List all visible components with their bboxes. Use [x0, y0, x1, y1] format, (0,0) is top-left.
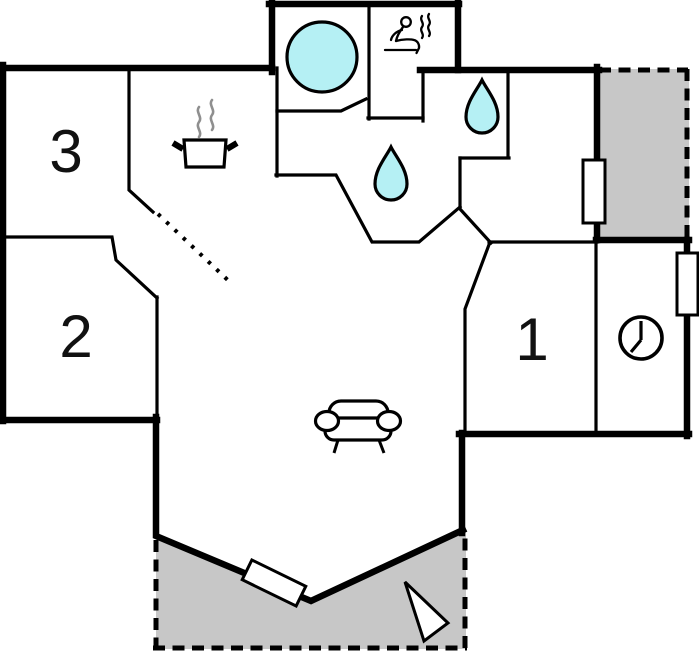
hot-tub-icon	[285, 20, 359, 94]
sofa-icon	[313, 399, 403, 454]
sauna-person-leg	[394, 38, 421, 55]
balcony-area	[599, 67, 690, 240]
sauna-person-arm	[389, 28, 404, 42]
sauna-icon	[383, 12, 431, 55]
sauna-steam-line	[427, 12, 431, 38]
room-3-label: 3	[49, 118, 82, 185]
sauna-steam-line	[420, 14, 424, 40]
direction-arrow-icon	[403, 580, 451, 644]
exterior-walls	[0, 0, 693, 605]
terrace-area	[153, 530, 468, 651]
wall-shower-right	[458, 69, 511, 160]
wall-bath-bottom	[274, 173, 463, 244]
kitchen-opening-dotted-line	[156, 212, 235, 287]
balcony-fill	[599, 69, 689, 240]
wall-bath-right	[458, 156, 494, 246]
balcony-window	[581, 158, 607, 225]
clock-icon	[618, 315, 664, 361]
wall-top-protrusion	[265, 0, 463, 76]
wall-room3-room2	[0, 235, 160, 301]
right-wall-window	[675, 251, 699, 317]
wall-kitchen-room3	[127, 66, 156, 215]
sofa-arm-left	[313, 409, 341, 433]
wall-room1-left	[463, 239, 493, 436]
balcony-dashed-border	[599, 67, 690, 239]
sofa-arm-right	[375, 409, 403, 433]
stove-icon	[171, 98, 239, 169]
room-1-label: 1	[515, 306, 548, 373]
sauna-person-head	[400, 16, 412, 28]
steam-line	[196, 105, 202, 139]
pot-handles	[171, 140, 239, 152]
shower-drop-top-icon	[464, 76, 500, 135]
terrace-dashed-border	[153, 531, 468, 651]
shower-drop-center-icon	[373, 143, 409, 202]
hot-tub-counter	[275, 96, 369, 113]
water-drop-icon	[373, 143, 409, 202]
pot-body	[182, 138, 228, 169]
terrace-fill	[156, 530, 466, 649]
interior-walls	[0, 1, 599, 436]
water-drop-icon	[464, 76, 500, 135]
room-2-label: 2	[59, 303, 92, 370]
steam-line	[209, 98, 215, 132]
entrance-door	[240, 557, 308, 609]
clock-hands	[629, 321, 643, 354]
wall-living-v	[152, 413, 468, 605]
sofa-legs	[332, 439, 386, 454]
